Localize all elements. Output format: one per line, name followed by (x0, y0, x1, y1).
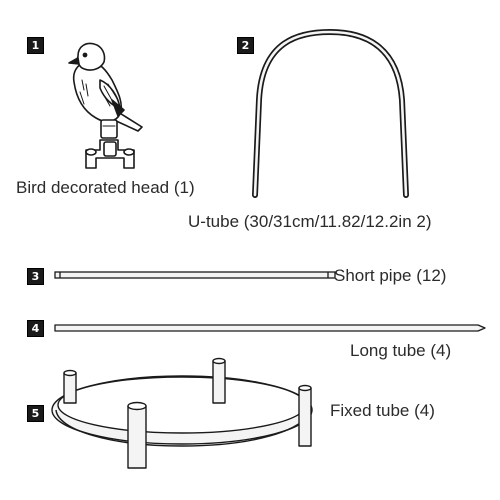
part-label-short-pipe: Short pipe (12) (334, 266, 447, 285)
part-number-badge-5: 5 (27, 405, 44, 422)
part-number-badge-3: 3 (27, 268, 44, 285)
part-label-long-tube: Long tube (4) (350, 341, 452, 360)
short-pipe-icon (54, 271, 336, 279)
part-number-badge-4: 4 (27, 320, 44, 337)
long-tube-icon (54, 324, 486, 332)
u-tube-icon (252, 28, 409, 198)
part-label-u-tube: U-tube (30/31cm/11.82/12.2in 2) (188, 212, 432, 231)
part-label-bird-head: Bird decorated head (1) (16, 178, 195, 197)
part-number-badge-2: 2 (237, 37, 254, 54)
bird-head-icon (68, 42, 143, 169)
fixed-tube-ring-icon (51, 357, 313, 469)
part-label-fixed-tube: Fixed tube (4) (330, 401, 435, 420)
part-number-badge-1: 1 (27, 37, 44, 54)
